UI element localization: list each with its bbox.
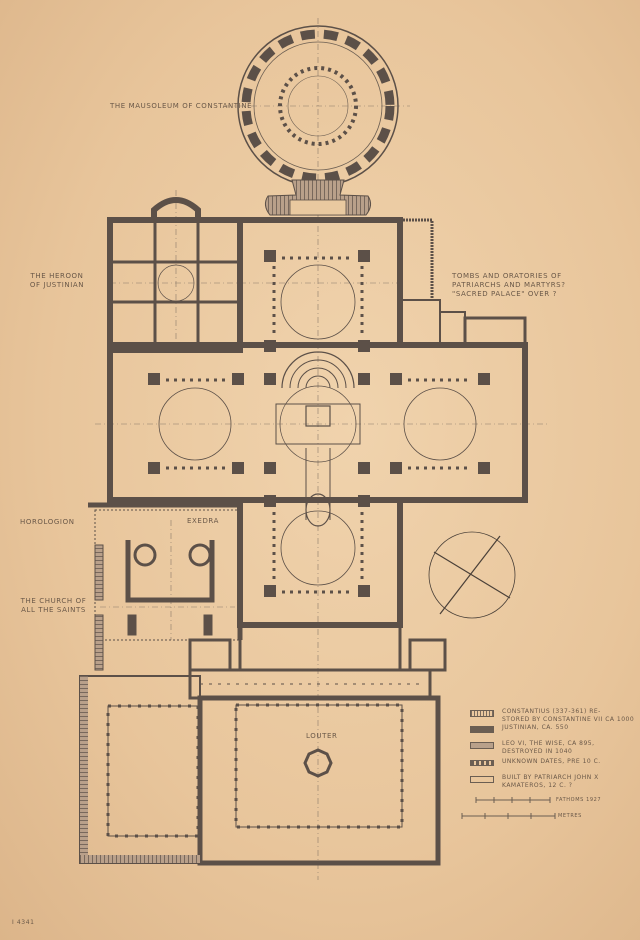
scale-metres-label: METRES [558, 813, 582, 819]
legend-swatch [470, 776, 494, 783]
north-arrow [428, 531, 516, 619]
legend-item: BUILT BY PATRIARCH JOHN X KAMATEROS, 12 … [470, 774, 632, 790]
label-tombs: TOMBS AND ORATORIES OF PATRIARCHS AND MA… [452, 272, 566, 298]
legend-label: JUSTINIAN, CA. 550 [502, 724, 569, 731]
legend-label: CONSTANTIUS (337-361) RE- STORED BY CONS… [502, 708, 635, 723]
label-all-saints: THE CHURCH OF ALL THE SAINTS [20, 597, 87, 614]
label-horologion: HOROLOGION [20, 518, 75, 526]
legend-swatch [470, 760, 494, 766]
legend-label: LEO VI, THE WISE, CA 895, DESTROYED IN 1… [502, 740, 595, 755]
legend-item: CONSTANTIUS (337-361) RE- STORED BY CONS… [470, 708, 635, 724]
heroon-block [107, 197, 243, 353]
legend-label: BUILT BY PATRIARCH JOHN X KAMATEROS, 12 … [502, 774, 599, 789]
label-louter: LOUTER [306, 732, 338, 740]
label-heroon: THE HEROON OF JUSTINIAN [29, 272, 85, 289]
scale-fathoms-label: FATHOMS 1927 [556, 797, 602, 803]
legend-swatch [470, 726, 494, 733]
colonnades [166, 256, 472, 594]
scale-bars [461, 797, 556, 819]
piers [148, 250, 490, 597]
mausoleum-rotunda [237, 25, 399, 216]
atrium [79, 675, 441, 866]
legend-item: JUSTINIAN, CA. 550 [470, 724, 632, 733]
legend-label: UNKNOWN DATES, PRE 10 C. [502, 758, 601, 765]
label-exedra: EXEDRA [187, 517, 219, 525]
legend-swatch [470, 742, 494, 749]
legend-swatch [470, 710, 494, 717]
label-mausoleum: THE MAUSOLEUM OF CONSTANTINE [110, 102, 253, 110]
legend-item: UNKNOWN DATES, PRE 10 C. [470, 758, 632, 766]
narthex [188, 623, 447, 700]
legend-item: LEO VI, THE WISE, CA 895, DESTROYED IN 1… [470, 740, 632, 756]
tombs-oratories [399, 218, 527, 347]
sheet-number: I 4341 [12, 919, 35, 926]
all-saints-church [88, 502, 243, 671]
